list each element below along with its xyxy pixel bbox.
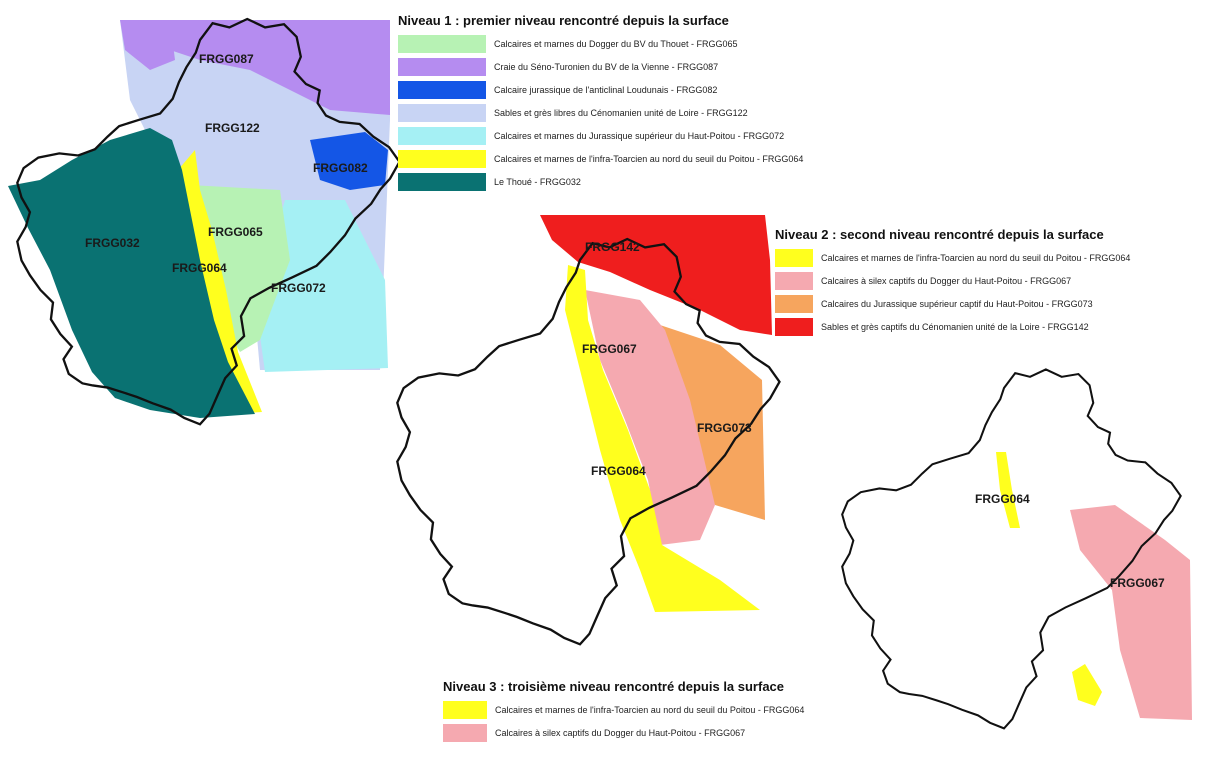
legend-label: Calcaires et marnes du Jurassique supéri…	[494, 130, 785, 141]
legend-swatch	[775, 271, 813, 290]
zone-FRGG064	[178, 150, 262, 414]
map-label: FRGG087	[199, 52, 254, 66]
legend-swatch	[398, 103, 486, 122]
legend-item: Calcaires et marnes du Jurassique supéri…	[398, 124, 803, 147]
legend-label: Calcaires et marnes de l'infra-Toarcien …	[494, 153, 804, 164]
zone-FRGG073	[660, 325, 765, 520]
legend-swatch	[398, 149, 486, 168]
zone-FRGG065	[190, 185, 290, 352]
legend-label: Calcaires du Jurassique supérieur captif…	[821, 298, 1093, 309]
zone-FRGG087-west	[120, 20, 175, 70]
map-label: FRGG067	[582, 342, 637, 356]
legend-item: Calcaires du Jurassique supérieur captif…	[775, 292, 1130, 315]
zone-FRGG072	[255, 200, 388, 372]
map-level-2: FRGG142 FRGG067 FRGG073 FRGG064	[396, 215, 781, 646]
map-label: FRGG082	[313, 161, 368, 175]
legend-swatch	[443, 723, 487, 742]
legend-swatch	[775, 248, 813, 267]
legend-label: Calcaires et marnes du Dogger du BV du T…	[494, 38, 738, 49]
map-level-3: FRGG064 FRGG067	[841, 368, 1192, 730]
map-level-1: FRGG087 FRGG122 FRGG082 FRGG032 FRGG065 …	[8, 17, 401, 426]
legend-title: Niveau 3 : troisième niveau rencontré de…	[443, 679, 785, 694]
legend-item: Calcaire jurassique de l'anticlinal Loud…	[398, 78, 803, 101]
zone-FRGG064	[565, 265, 760, 612]
legend-label: Calcaire jurassique de l'anticlinal Loud…	[494, 84, 718, 95]
legend-swatch	[398, 34, 486, 53]
legend-level-1: Niveau 1 : premier niveau rencontré depu…	[398, 13, 803, 193]
legend-swatch	[775, 317, 813, 336]
legend-item: Le Thoué - FRGG032	[398, 170, 803, 193]
legend-item: Calcaires à silex captifs du Dogger du H…	[775, 269, 1130, 292]
legend-label: Calcaires et marnes de l'infra-Toarcien …	[495, 704, 805, 715]
map-label: FRGG064	[975, 492, 1030, 506]
legend-swatch	[398, 172, 486, 191]
zone-FRGG067	[1070, 505, 1192, 720]
map-label: FRGG072	[271, 281, 326, 295]
legend-level-3: Niveau 3 : troisième niveau rencontré de…	[443, 679, 804, 744]
legend-label: Sables et grès captifs du Cénomanien uni…	[821, 321, 1089, 332]
legend-swatch	[398, 126, 486, 145]
legend-label: Calcaires à silex captifs du Dogger du H…	[495, 727, 746, 738]
zone-FRGG032	[8, 128, 255, 418]
legend-swatch	[398, 80, 486, 99]
legend-item: Calcaires et marnes de l'infra-Toarcien …	[775, 246, 1130, 269]
legend-swatch	[443, 700, 487, 719]
legend-item: Sables et grès libres du Cénomanien unit…	[398, 101, 803, 124]
legend-item: Calcaires et marnes de l'infra-Toarcien …	[398, 147, 803, 170]
legend-item: Calcaires et marnes de l'infra-Toarcien …	[443, 698, 804, 721]
zone-FRGG087	[165, 20, 390, 115]
legend-swatch	[398, 57, 486, 76]
legend-level-2: Niveau 2 : second niveau rencontré depui…	[775, 227, 1130, 338]
zone-FRGG064	[996, 452, 1020, 528]
map-label: FRGG073	[697, 421, 752, 435]
legend-item: Calcaires et marnes du Dogger du BV du T…	[398, 32, 803, 55]
map-label: FRGG064	[172, 261, 227, 275]
legend-label: Sables et grès libres du Cénomanien unit…	[494, 107, 748, 118]
legend-item: Craie du Séno-Turonien du BV de la Vienn…	[398, 55, 803, 78]
legend-label: Craie du Séno-Turonien du BV de la Vienn…	[494, 61, 719, 72]
map-label: FRGG065	[208, 225, 263, 239]
legend-title: Niveau 1 : premier niveau rencontré depu…	[398, 13, 729, 28]
legend-label: Le Thoué - FRGG032	[494, 176, 581, 187]
legend-item: Sables et grès captifs du Cénomanien uni…	[775, 315, 1130, 338]
map-label: FRGG064	[591, 464, 646, 478]
map-label: FRGG122	[205, 121, 260, 135]
legend-swatch	[775, 294, 813, 313]
map-label: FRGG067	[1110, 576, 1165, 590]
zone-FRGG064	[1072, 664, 1102, 706]
legend-item: Calcaires à silex captifs du Dogger du H…	[443, 721, 804, 744]
map-label: FRGG032	[85, 236, 140, 250]
legend-title: Niveau 2 : second niveau rencontré depui…	[775, 227, 1104, 242]
map-label: FRGG142	[585, 240, 640, 254]
zone-FRGG067	[585, 290, 715, 545]
legend-label: Calcaires à silex captifs du Dogger du H…	[821, 275, 1072, 286]
legend-label: Calcaires et marnes de l'infra-Toarcien …	[821, 252, 1131, 263]
zone-FRGG082	[310, 132, 388, 190]
